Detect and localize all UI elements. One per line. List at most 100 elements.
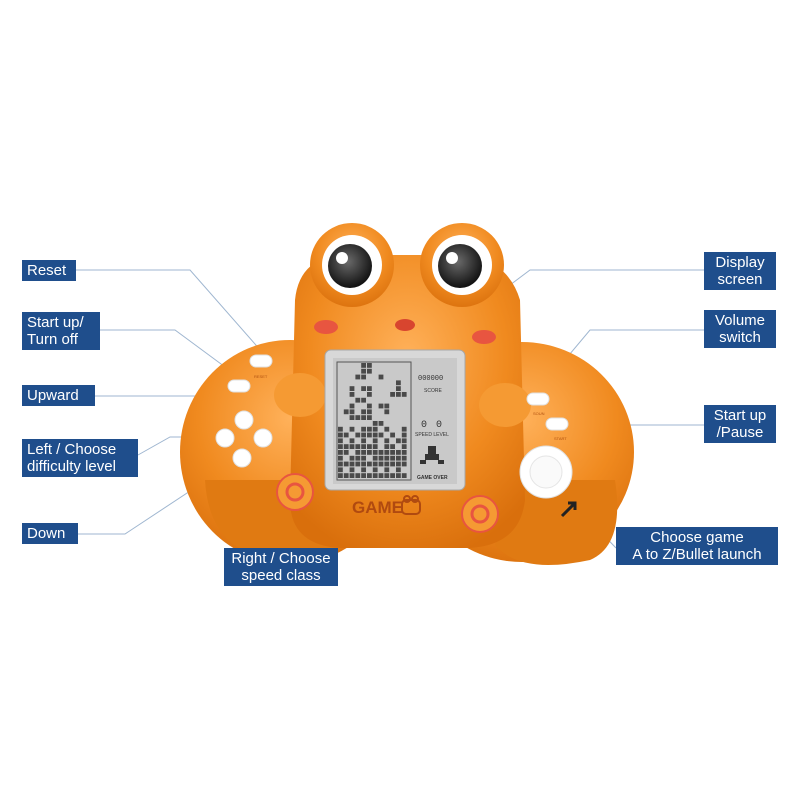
tetris-block (361, 415, 366, 420)
tetris-block (390, 432, 395, 438)
callout-display-line1: Display (715, 254, 765, 271)
tetris-block (338, 438, 343, 444)
tetris-block (390, 473, 395, 478)
tetris-block (361, 426, 366, 432)
speed-value: 0 (421, 420, 427, 431)
tetris-block (384, 473, 390, 478)
tetris-block (390, 450, 395, 455)
tetris-block (367, 473, 372, 478)
mouth (395, 319, 415, 331)
tetris-block (401, 450, 407, 455)
tetris-block (378, 473, 384, 478)
tetris-block (361, 409, 366, 415)
right-button[interactable] (253, 428, 273, 448)
tetris-block (401, 461, 407, 467)
reset-button[interactable] (249, 354, 273, 368)
tetris-block (396, 380, 401, 386)
right-cheek (472, 330, 496, 344)
tetris-block (349, 386, 355, 391)
game-over-label: GAME OVER (417, 475, 448, 481)
callout-left-line2: difficulty level (27, 458, 116, 475)
down-button[interactable] (232, 448, 252, 468)
tetris-block (384, 467, 390, 473)
tetris-block (349, 415, 355, 420)
leader-startup (100, 329, 241, 379)
tetris-block (378, 450, 384, 455)
tetris-block (349, 426, 355, 432)
callout-right-line1: Right / Choose (231, 550, 331, 567)
startpause-button[interactable] (545, 417, 569, 431)
tetris-block (367, 392, 372, 397)
tetris-block (338, 450, 343, 455)
tetris-block (384, 426, 390, 432)
tetris-block (361, 374, 366, 380)
tetris-block (361, 461, 366, 467)
right-snail-icon (461, 495, 499, 533)
tetris-block (349, 403, 355, 409)
callout-display: Display screen (704, 252, 776, 290)
startup-button[interactable] (227, 379, 251, 393)
upward-button[interactable] (234, 410, 254, 430)
callout-volume-line2: switch (719, 329, 761, 346)
tetris-block (378, 421, 384, 426)
callout-choose-line1: Choose game (650, 529, 744, 546)
tetris-block (355, 432, 361, 438)
right-foot (495, 480, 618, 565)
tetris-block (372, 461, 378, 467)
tetris-block (367, 450, 372, 455)
leader-reset (76, 269, 263, 353)
tetris-block (396, 467, 401, 473)
callout-startup: Start up/ Turn off (22, 312, 100, 350)
callout-right: Right / Choose speed class (224, 548, 338, 586)
callout-upward: Upward (22, 385, 95, 406)
left-snail-icon (276, 473, 314, 511)
tetris-block (372, 473, 378, 478)
right-pupil (438, 244, 482, 288)
callout-volume: Volume switch (704, 310, 776, 348)
tetris-block (343, 473, 349, 478)
tetris-block (396, 455, 401, 461)
tetris-block (372, 455, 378, 461)
tetris-block (338, 473, 343, 478)
tetris-block (355, 450, 361, 455)
left-cheek (314, 320, 338, 334)
tetris-block (401, 426, 407, 432)
tetris-block (372, 444, 378, 449)
tetris-block (401, 473, 407, 478)
left-button[interactable] (215, 428, 235, 448)
callout-startpause-line2: /Pause (716, 424, 764, 441)
callout-volume-line1: Volume (714, 312, 766, 329)
tetris-block (343, 432, 349, 438)
tetris-block (367, 403, 372, 409)
callout-upward-text: Upward (27, 387, 79, 404)
tetris-block (367, 368, 372, 374)
tetris-block (355, 461, 361, 467)
tetris-block (390, 444, 395, 449)
tetris-block (401, 455, 407, 461)
tetris-block (396, 438, 401, 444)
tetris-block (367, 432, 372, 438)
tetris-block (361, 444, 366, 449)
tetris-block (349, 473, 355, 478)
tetris-block (361, 432, 366, 438)
callout-left-line1: Left / Choose (27, 441, 117, 458)
tetris-block (349, 467, 355, 473)
tetris-block (384, 455, 390, 461)
volume-button[interactable] (526, 392, 550, 406)
tetris-block (396, 461, 401, 467)
tetris-block (384, 438, 390, 444)
tetris-block (355, 374, 361, 380)
tetris-block (384, 403, 390, 409)
tetris-block (367, 415, 372, 420)
tetris-block (343, 450, 349, 455)
tetris-block (384, 444, 390, 449)
volume-button-label: SOUN (533, 411, 545, 416)
tetris-block (361, 438, 366, 444)
tetris-block (361, 455, 366, 461)
tetris-block (367, 363, 372, 368)
tetris-block (372, 467, 378, 473)
tetris-block (349, 392, 355, 397)
start-button-label: START (554, 436, 567, 441)
tetris-block (338, 432, 343, 438)
callout-startpause-line1: Start up (713, 407, 767, 424)
